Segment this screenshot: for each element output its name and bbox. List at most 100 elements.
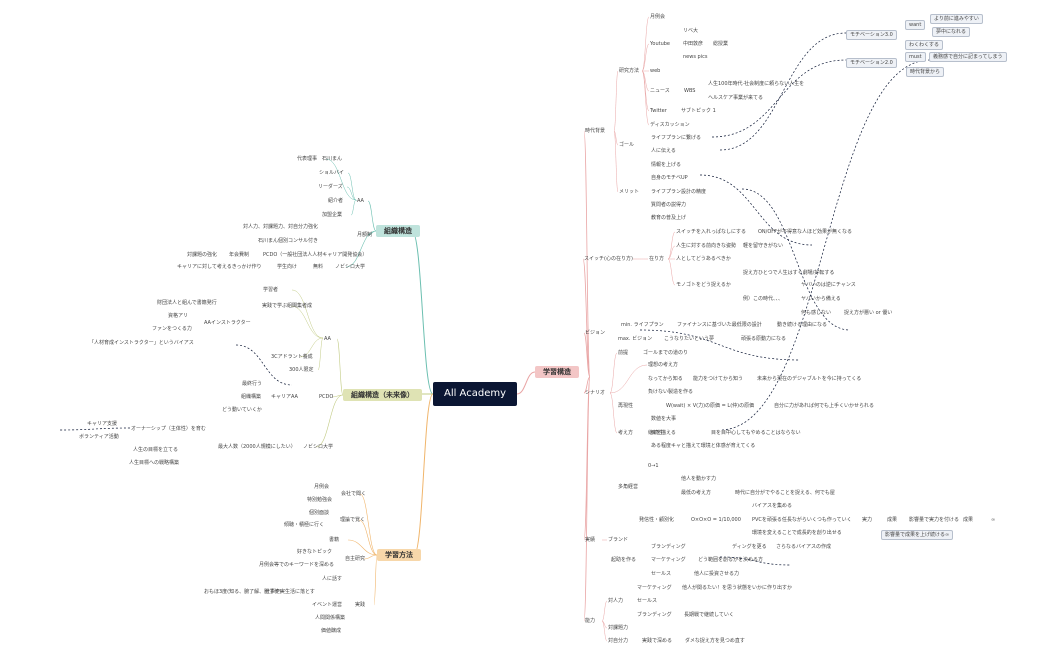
map-node-s8[interactable]: ニュース <box>650 88 670 94</box>
map-node-s91[interactable]: 他人が関るたい！を思う状態をいかに作り出すか <box>682 585 793 591</box>
map-node-n14[interactable]: 学生向け <box>277 264 298 270</box>
map-node-m12[interactable]: 組織構築 <box>241 394 262 400</box>
map-node-s55[interactable]: W(wait) × V(力)の原価 = L(仲)の原価 <box>666 403 755 409</box>
map-node-s95[interactable]: 対人力 <box>608 598 624 604</box>
map-node-s33[interactable]: 例）この時代、、、 <box>743 296 784 302</box>
map-node-s19[interactable]: 人に伝える <box>651 148 676 154</box>
topic-gakushu[interactable]: 学習方法 <box>377 549 421 561</box>
map-node-s86[interactable]: 他人に投資させる力 <box>694 571 740 577</box>
map-node-s32[interactable]: 捉え方ひとつで人生はすぐ劇場/好転する <box>743 270 835 276</box>
map-node-s54[interactable]: 再現性 <box>618 403 634 409</box>
map-node-s28[interactable]: 人生に対する前向きな姿勢 <box>676 243 737 249</box>
map-node-s74[interactable]: 実力 <box>862 517 873 523</box>
map-node-s44[interactable]: こうなりたいという夢 <box>664 336 715 342</box>
map-node-n15[interactable]: 無料 <box>313 264 324 270</box>
map-node-s66[interactable]: 時代に自分がでやることを捉える、何でも屋 <box>735 490 835 496</box>
map-node-s11[interactable]: ヘルスケア事業が来てる <box>708 95 764 101</box>
map-node-m16[interactable]: キャリア支援 <box>87 421 118 427</box>
map-node-t4[interactable]: 夢中になれる <box>932 27 971 37</box>
map-node-t8[interactable]: 義務感で自分に記まってしまう <box>929 52 1007 62</box>
map-node-s29[interactable]: 軽を留守きがない <box>743 243 784 249</box>
map-node-g10[interactable]: 自主研究 <box>345 556 366 562</box>
map-node-s73[interactable]: 環境を変えることで成長的を創り出せる <box>752 530 842 536</box>
topic-mirai[interactable]: 組織構造（未来像） <box>343 389 422 401</box>
map-node-s59[interactable]: 目を描える <box>651 430 676 436</box>
map-node-s84[interactable]: どう範囲を創るかを決める方 <box>698 557 764 563</box>
map-node-g13[interactable]: おもほ3度(知る、腑了解、腑了使) <box>204 589 282 595</box>
map-node-s50[interactable]: なってから知る <box>648 376 683 382</box>
map-node-s14[interactable]: ディスカッション <box>650 122 690 128</box>
map-node-s79[interactable]: 影響量で成果を上げ続ける∞ <box>881 530 954 540</box>
map-node-s37[interactable]: 捉え方が悪い or 優い <box>844 310 893 316</box>
map-node-s60[interactable]: 目を目中心してもやめることはならない <box>711 430 801 436</box>
map-node-s96[interactable]: 対課題力 <box>608 625 629 631</box>
map-node-g7[interactable]: 書籍 <box>329 537 340 543</box>
map-node-s47[interactable]: 前提 <box>618 350 629 356</box>
map-node-s83[interactable]: マーケティング <box>651 557 686 563</box>
map-node-s1[interactable]: 月例会 <box>650 14 666 20</box>
map-node-s23[interactable]: 質問者の説得力 <box>651 202 687 208</box>
map-node-t9[interactable]: 時代背景から <box>906 67 945 77</box>
map-node-s38[interactable]: 在り方 <box>649 256 665 262</box>
map-node-s6[interactable]: news pics <box>683 54 708 60</box>
map-node-n5[interactable]: 紹介者 <box>328 198 344 204</box>
map-node-s51[interactable]: 能力をつけてから知う <box>693 376 744 382</box>
map-node-m22[interactable]: ノビシロ大学 <box>303 444 334 450</box>
map-node-s12[interactable]: Twitter <box>650 108 667 114</box>
map-node-m21[interactable]: 人生目標への戦略構築 <box>129 460 180 466</box>
map-node-n11[interactable]: 年会費制 <box>229 252 250 258</box>
map-node-s75[interactable]: 成果 <box>887 517 898 523</box>
map-node-s67[interactable]: 考え方 <box>618 430 634 436</box>
map-node-s62[interactable]: 0→1 <box>648 463 659 469</box>
map-node-m15[interactable]: PCDO <box>319 394 334 400</box>
map-node-s99[interactable]: ダメな捉え方を見つめ直す <box>685 638 745 644</box>
map-node-s43[interactable]: max. ビジョン <box>618 336 653 342</box>
map-node-m9[interactable]: 3Cアドラント養成 <box>271 354 313 360</box>
map-node-s53[interactable]: 負けない製造を作る <box>648 389 694 395</box>
map-node-s76[interactable]: 影響量で実力を付ける <box>909 517 960 523</box>
map-node-s22[interactable]: ライフプラン設計の精度 <box>651 189 707 195</box>
map-node-s4[interactable]: 中田敦彦 <box>683 41 704 47</box>
map-node-s40[interactable]: min. ライフプラン <box>621 322 664 328</box>
map-node-t6[interactable]: モチベーション2.0 <box>846 58 897 68</box>
map-node-s52[interactable]: 未来から現在のデジャブルトを今に持ってくる <box>757 376 862 382</box>
map-node-n13[interactable]: キャリアに対して考えるきっかけ作り <box>177 264 262 270</box>
map-node-s71[interactable]: バイアスを集める <box>752 503 793 509</box>
map-node-s70[interactable]: O×O×O = 1/10,000 <box>691 517 741 523</box>
map-node-m6[interactable]: AAインストラクター <box>204 320 251 326</box>
map-node-m17[interactable]: ボランティア活動 <box>79 434 119 440</box>
map-node-s9[interactable]: WBS <box>684 88 696 94</box>
map-node-s72[interactable]: PVCを頑張る任長ながらいくつも作っていく <box>752 517 852 523</box>
map-node-s87[interactable]: ブランド <box>608 537 629 543</box>
map-node-n4[interactable]: AA <box>357 198 364 204</box>
map-node-m18[interactable]: オーナーシップ（主体性）を育む <box>131 426 206 432</box>
map-node-s17[interactable]: ゴール <box>619 142 635 148</box>
map-node-s41[interactable]: ファイナンスに基づいた最低限の設計 <box>677 322 762 328</box>
map-node-n8[interactable]: 月額制 <box>357 232 373 238</box>
map-node-s93[interactable]: ブランディング <box>637 612 672 618</box>
map-node-t3[interactable]: より前に進みやすい <box>930 14 983 24</box>
map-node-s24[interactable]: 教育の普及上げ <box>651 215 687 221</box>
map-node-n12[interactable]: PCDO（一般社団法人人材キャリア開発協会） <box>263 252 368 258</box>
map-node-s88[interactable]: 起助を作る <box>611 557 637 563</box>
map-node-s57[interactable]: 数値を大事 <box>651 416 677 422</box>
map-node-s80[interactable]: ブランディング <box>651 544 686 550</box>
map-node-s90[interactable]: マーケティング <box>637 585 672 591</box>
map-node-s68[interactable]: シナリオ <box>585 390 606 396</box>
map-node-g2[interactable]: 特別勉強会 <box>307 497 333 503</box>
map-node-s49[interactable]: 理想の考え方 <box>648 362 679 368</box>
map-node-t7[interactable]: must <box>905 52 926 62</box>
map-node-s82[interactable]: さらなるバイアスの作成 <box>776 544 832 550</box>
map-node-m7[interactable]: 実践で学ぶ組閣集者成 <box>262 303 313 309</box>
map-node-m20[interactable]: 人生の目標を立てる <box>133 447 179 453</box>
map-node-n6[interactable]: 加盟企業 <box>322 212 343 218</box>
map-node-n16[interactable]: ノビシロ大学 <box>335 264 366 270</box>
map-node-s5[interactable]: 総授業 <box>713 41 729 47</box>
map-node-s48[interactable]: ゴールまでの道のり <box>643 350 689 356</box>
map-node-s98[interactable]: 実践で深める <box>642 638 673 644</box>
map-node-n9[interactable]: 石川まん個別コンサル付き <box>258 238 319 244</box>
map-node-s89[interactable]: 実績 <box>585 537 596 543</box>
map-node-s2[interactable]: Youtube <box>650 41 670 47</box>
map-node-g16[interactable]: 価値醸成 <box>321 628 342 634</box>
map-node-s13[interactable]: サブトピック 1 <box>681 108 716 114</box>
